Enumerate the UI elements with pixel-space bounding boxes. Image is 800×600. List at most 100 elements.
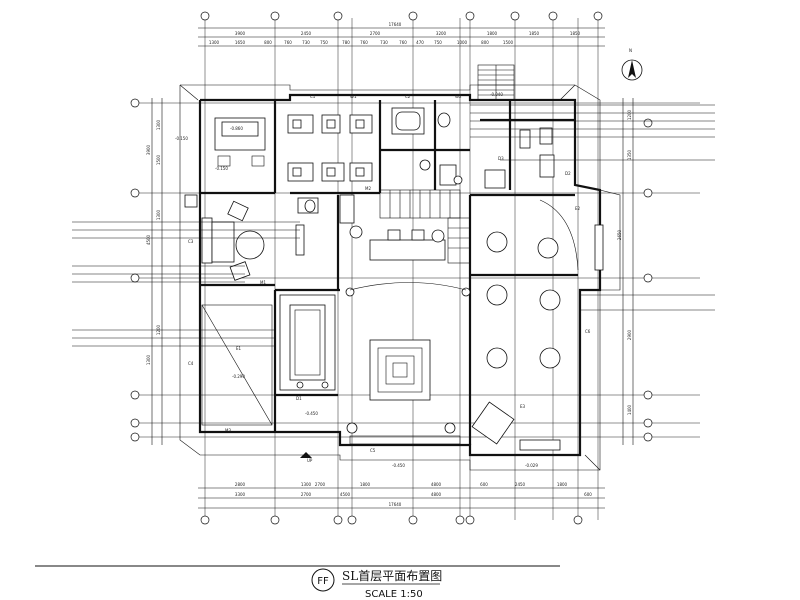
svg-text:2700: 2700 (301, 492, 312, 497)
svg-text:2700: 2700 (370, 31, 381, 36)
svg-text:1300: 1300 (146, 354, 151, 365)
dim-left: 1300 1500 3900 1300 4500 1200 1300 (146, 119, 161, 365)
svg-text:E1: E1 (236, 346, 242, 351)
stair-center (379, 189, 471, 264)
level-mark: -0.150 (175, 136, 188, 141)
title-text: SL首层平面布置图 (342, 569, 442, 583)
svg-text:750: 750 (320, 40, 328, 45)
level-marks: -0.860 -0.150 -0.290 -0.029 -0.450 -0.04… (175, 92, 538, 468)
svg-text:1400: 1400 (627, 404, 632, 415)
svg-text:1850: 1850 (529, 31, 540, 36)
title-block: FF SL首层平面布置图 SCALE 1:50 (35, 565, 560, 600)
level-mark: -0.029 (525, 463, 538, 468)
room-tags: M1 M2 M3 C1 C2 C3 C4 C5 C6 E1 E2 E3 D1 D… (188, 94, 591, 463)
svg-text:1800: 1800 (487, 31, 498, 36)
svg-text:C5: C5 (370, 448, 376, 453)
svg-text:760: 760 (360, 40, 368, 45)
svg-text:4800: 4800 (431, 482, 442, 487)
interior-walls (200, 100, 578, 445)
north-arrow: N (621, 48, 643, 81)
dim-bottom-row2: 3300 2700 4500 4800 600 (235, 492, 592, 497)
svg-text:2800: 2800 (235, 482, 246, 487)
svg-text:1800: 1800 (360, 482, 371, 487)
svg-text:600: 600 (480, 482, 488, 487)
dining-table-4 (539, 289, 561, 311)
grid-lines (135, 18, 700, 520)
svg-text:C1: C1 (310, 94, 316, 99)
svg-text:M1: M1 (260, 280, 266, 285)
level-mark: -0.450 (392, 463, 405, 468)
svg-text:1650: 1650 (235, 40, 246, 45)
svg-text:W2: W2 (455, 94, 462, 99)
svg-text:1300: 1300 (301, 482, 312, 487)
svg-text:M2: M2 (365, 186, 371, 191)
room-central-hall (346, 339, 461, 445)
svg-text:2450: 2450 (515, 482, 526, 487)
roof-outline (179, 84, 621, 471)
svg-text:730: 730 (380, 40, 388, 45)
room-left-living (184, 194, 265, 281)
svg-text:C4: C4 (188, 361, 194, 366)
svg-text:3200: 3200 (436, 31, 447, 36)
stair-top (477, 64, 515, 101)
dining-table-3 (486, 284, 508, 306)
dim-top-row2: 1300 1650 800 760 730 750 780 760 730 76… (209, 40, 514, 45)
room-lounge (345, 225, 471, 297)
annotation-leaders (72, 104, 715, 347)
dim-top-overall: 17640 (389, 22, 402, 27)
svg-text:470: 470 (416, 40, 424, 45)
svg-text:W1: W1 (350, 94, 357, 99)
dim-bottom-overall: 17640 (389, 502, 402, 507)
grid-bubbles-left (130, 98, 140, 442)
level-mark: -0.040 (490, 92, 503, 97)
svg-text:2450: 2450 (301, 31, 312, 36)
svg-text:3900: 3900 (235, 31, 246, 36)
svg-text:M3: M3 (225, 428, 231, 433)
svg-text:1200: 1200 (627, 109, 632, 120)
level-mark: -0.860 (230, 126, 243, 131)
svg-text:C3: C3 (188, 239, 194, 244)
svg-text:4800: 4800 (431, 492, 442, 497)
level-mark: -0.150 (215, 166, 228, 171)
title-badge-circle (311, 568, 335, 592)
dim-bottom-row1: 2800 1300 2700 1800 4800 600 2450 1800 (235, 482, 568, 487)
svg-text:1300: 1300 (156, 119, 161, 130)
room-pool (279, 294, 336, 391)
svg-text:3300: 3300 (235, 492, 246, 497)
svg-text:1300: 1300 (156, 209, 161, 220)
svg-text:D2: D2 (565, 171, 571, 176)
svg-text:C2: C2 (405, 94, 411, 99)
svg-text:800: 800 (264, 40, 272, 45)
svg-text:2900: 2900 (627, 329, 632, 340)
svg-text:3900: 3900 (146, 144, 151, 155)
svg-text:1000: 1000 (457, 40, 468, 45)
svg-text:1500: 1500 (156, 154, 161, 165)
svg-text:2700: 2700 (315, 482, 326, 487)
dining-table-1 (486, 231, 508, 253)
svg-text:1350: 1350 (627, 149, 632, 160)
room-offices (287, 114, 373, 182)
dim-top-row1: 3900 2450 2700 3200 1800 1850 1850 (235, 31, 581, 36)
svg-text:760: 760 (399, 40, 407, 45)
svg-text:730: 730 (302, 40, 310, 45)
svg-text:1300: 1300 (209, 40, 220, 45)
svg-text:1500: 1500 (503, 40, 514, 45)
room-wc-center (295, 194, 355, 256)
level-mark: -0.450 (305, 411, 318, 416)
svg-text:E3: E3 (520, 404, 526, 409)
svg-text:D1: D1 (296, 396, 302, 401)
dim-right: 1200 1350 2650 2900 1400 (617, 109, 632, 415)
dining-table-5 (486, 347, 508, 369)
svg-text:780: 780 (342, 40, 350, 45)
room-gym (201, 304, 273, 426)
svg-text:1800: 1800 (557, 482, 568, 487)
level-mark: -0.290 (232, 374, 245, 379)
grid-bubbles-right (643, 118, 653, 442)
svg-text:4500: 4500 (340, 492, 351, 497)
grid-bubbles-top (200, 11, 603, 21)
svg-text:C6: C6 (585, 329, 591, 334)
svg-text:1850: 1850 (570, 31, 581, 36)
room-dining (471, 199, 604, 451)
exterior-walls (198, 93, 602, 457)
